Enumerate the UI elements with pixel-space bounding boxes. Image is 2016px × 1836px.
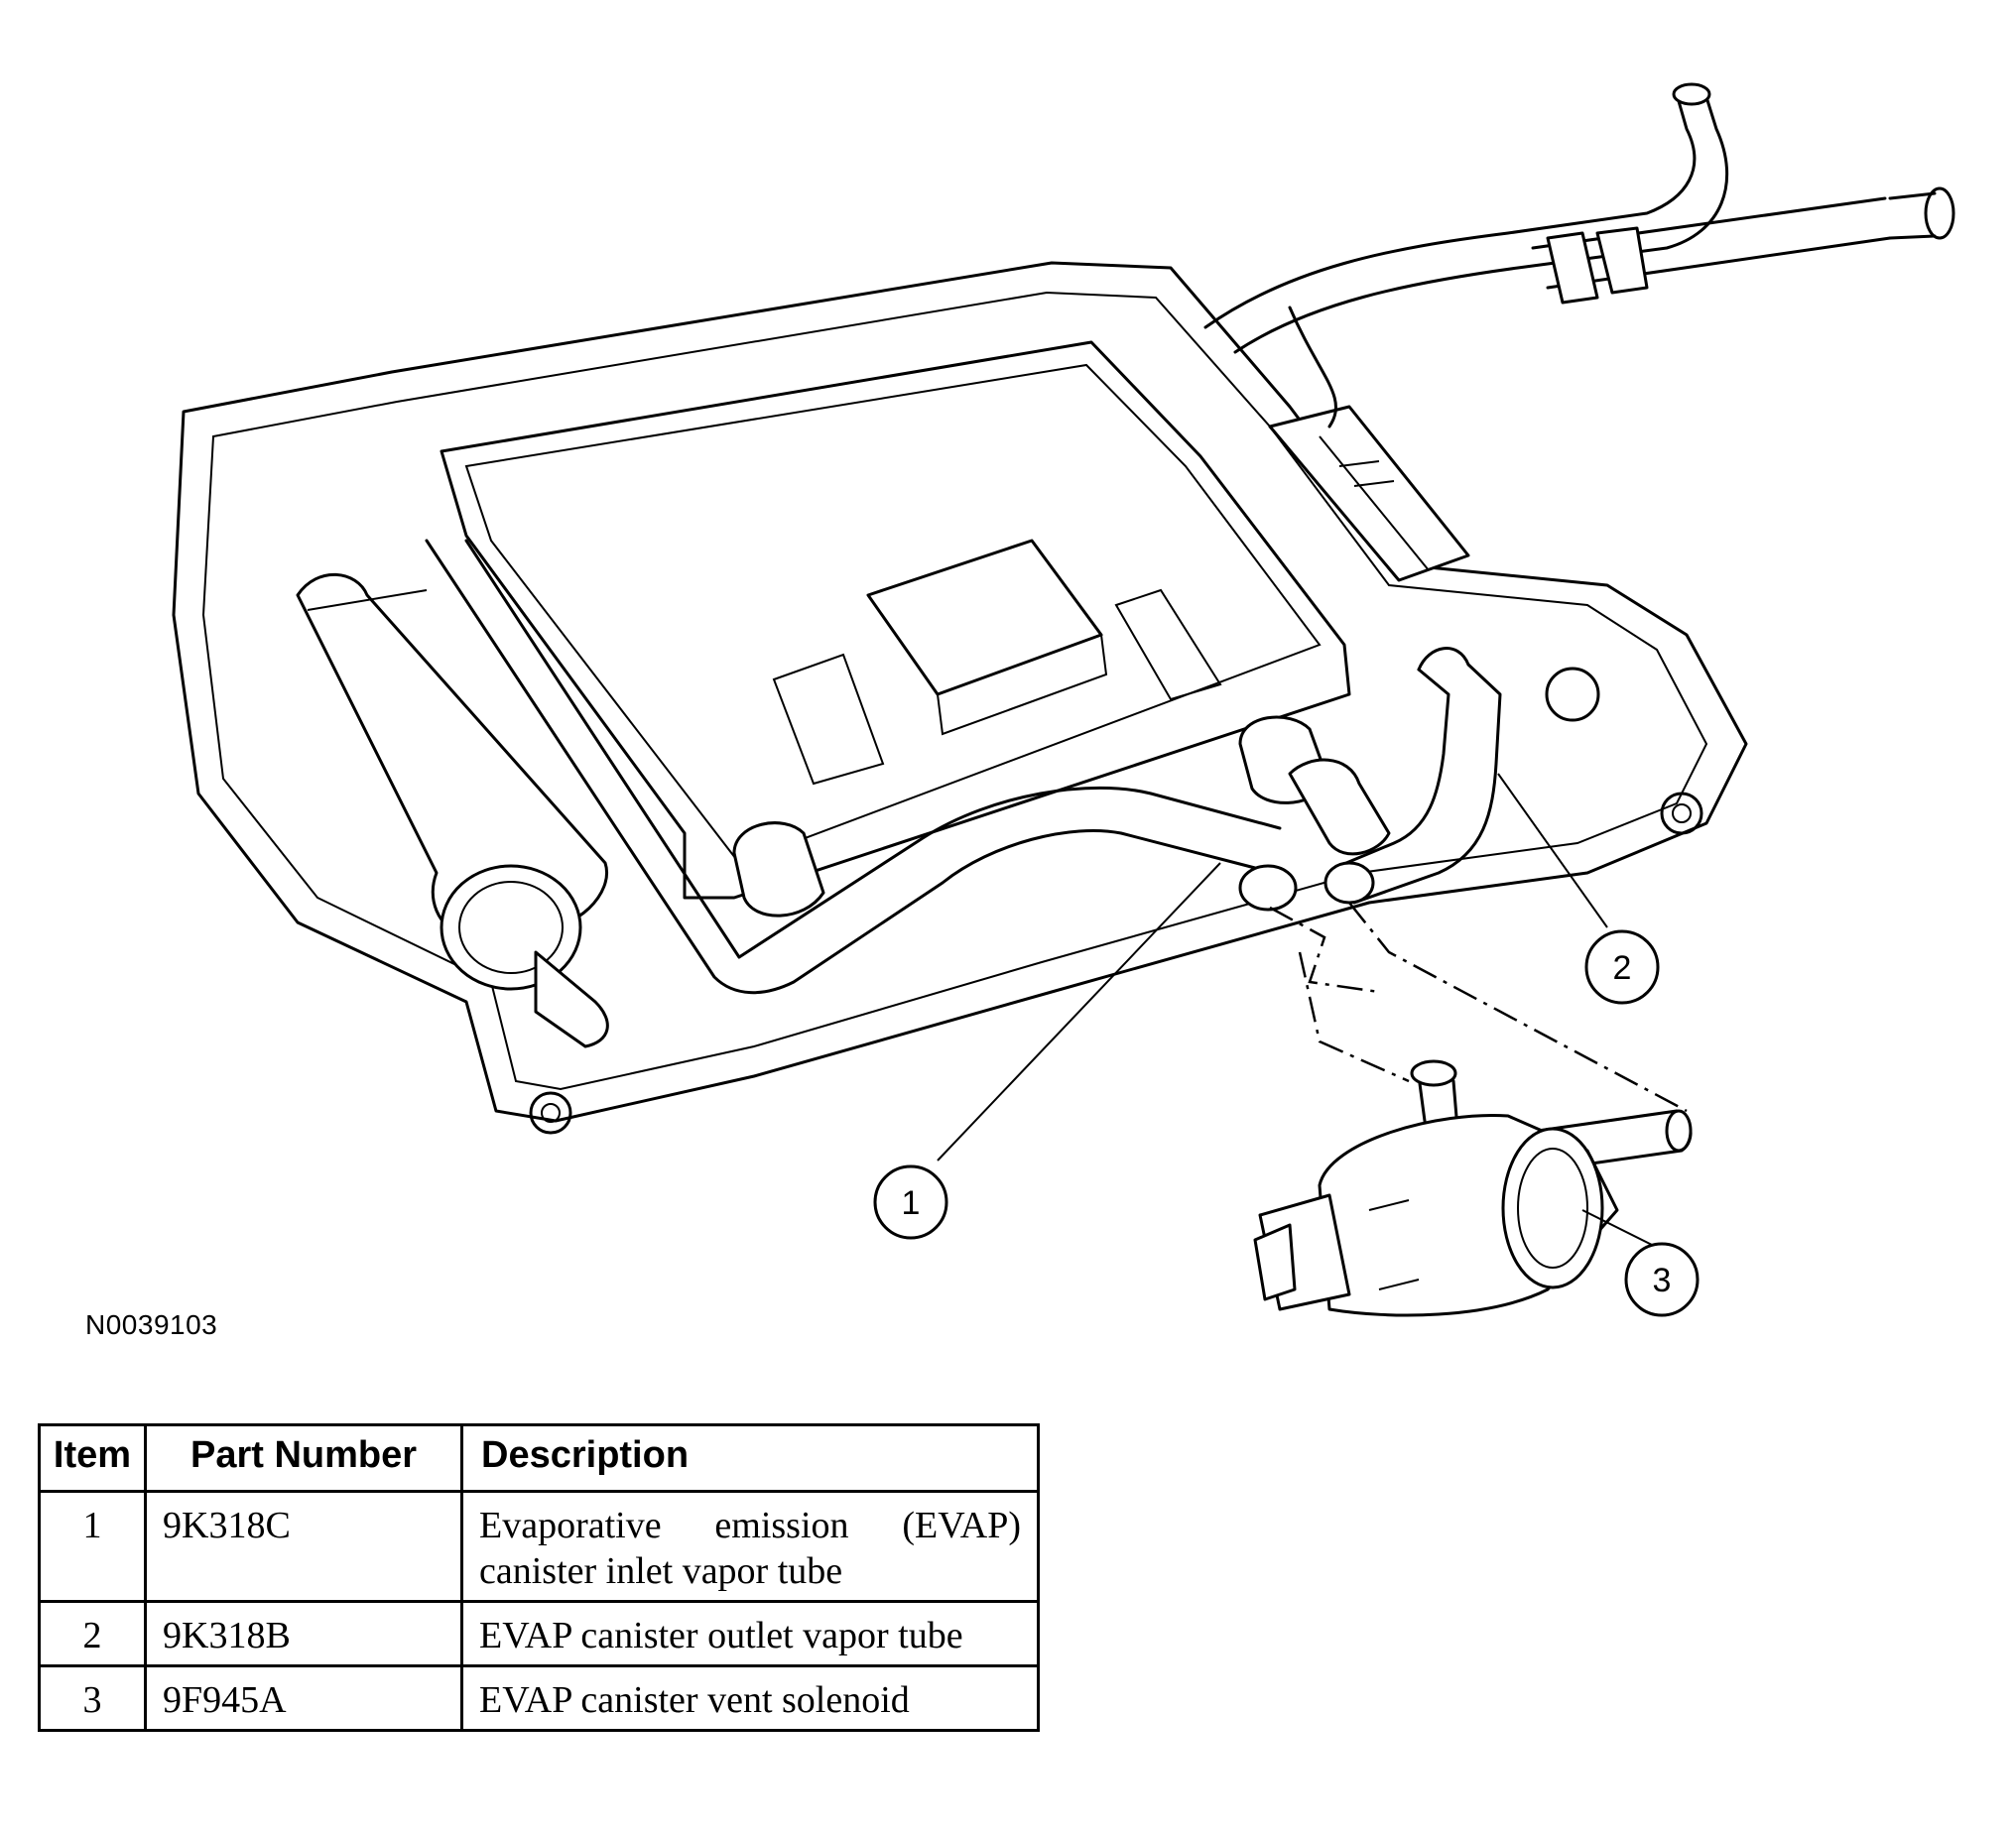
row-description: Evaporative emission (EVAP) canister inl… (460, 1490, 1040, 1603)
outlet-vapor-tube (1332, 668, 1450, 870)
row-item: 3 (38, 1664, 147, 1732)
callout-1-number: 1 (902, 1184, 921, 1222)
evap-canister-illustration: 1 2 3 (172, 82, 1955, 1317)
row-item: 1 (38, 1490, 147, 1603)
vent-solenoid (1253, 1059, 1693, 1317)
row-part-number: 9F945A (144, 1664, 463, 1732)
figure-id: N0039103 (85, 1309, 218, 1340)
row-part-number: 9K318B (144, 1600, 463, 1667)
table-row: 1 9K318C Evaporative emission (EVAP) can… (38, 1490, 1040, 1603)
parts-table-header: Item Part Number Description (38, 1423, 1040, 1493)
table-row: 2 9K318B EVAP canister outlet vapor tube (38, 1600, 1040, 1667)
canister-filter (296, 572, 608, 939)
callout-3: 3 (1624, 1242, 1700, 1317)
callout-3-number: 3 (1653, 1262, 1672, 1299)
row-part-number: 9K318C (144, 1490, 463, 1603)
parts-table: Item Part Number Description 1 9K318C Ev… (38, 1423, 1040, 1732)
row-description: EVAP canister vent solenoid (460, 1664, 1040, 1732)
inlet-vapor-tube (425, 539, 1257, 995)
header-item: Item (38, 1423, 147, 1493)
row-description: EVAP canister outlet vapor tube (460, 1600, 1040, 1667)
row-item: 2 (38, 1600, 147, 1667)
callout-2: 2 (1584, 929, 1660, 1005)
callout-1: 1 (873, 1164, 948, 1240)
table-row: 3 9F945A EVAP canister vent solenoid (38, 1664, 1040, 1732)
header-description: Description (460, 1423, 1040, 1493)
header-part-number: Part Number (144, 1423, 463, 1493)
callout-2-number: 2 (1613, 949, 1632, 987)
canister-bracket (172, 261, 1748, 1123)
